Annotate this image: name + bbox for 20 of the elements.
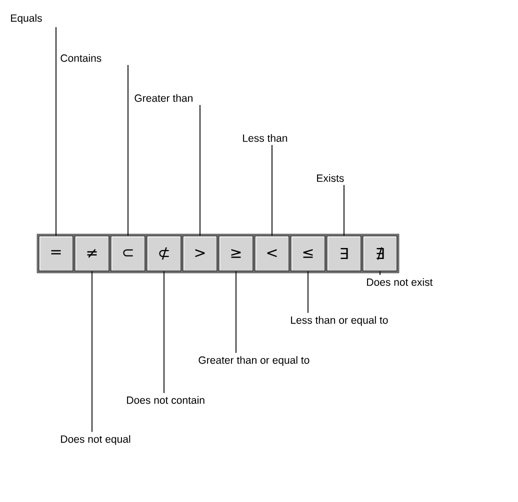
operator-button: ⊄ — [146, 236, 182, 272]
operator-button: < — [254, 236, 290, 272]
callout-label: Does not exist — [367, 278, 433, 286]
operator-button: ≤ — [290, 236, 326, 272]
operator-button: ⊂ — [110, 236, 146, 272]
callout-label: Does not contain — [127, 396, 204, 404]
callout-label: Greater than or equal to — [198, 356, 310, 366]
callout-label: Exists — [317, 174, 344, 182]
operator-button: ∄ — [362, 236, 398, 272]
operator-button: > — [182, 236, 218, 272]
operator-button: ≥ — [218, 236, 254, 272]
callout-label: Less than — [243, 134, 288, 142]
callout-label: Less than or equal to — [291, 316, 388, 326]
operator-button: ∃ — [326, 236, 362, 272]
operator-button: ≠ — [74, 236, 110, 272]
operator-button: = — [38, 236, 74, 272]
callout-label: Greater than — [134, 94, 192, 102]
callout-label: Equals — [11, 14, 42, 24]
callout-label: Does not equal — [61, 435, 130, 445]
callout-label: Contains — [60, 54, 102, 62]
